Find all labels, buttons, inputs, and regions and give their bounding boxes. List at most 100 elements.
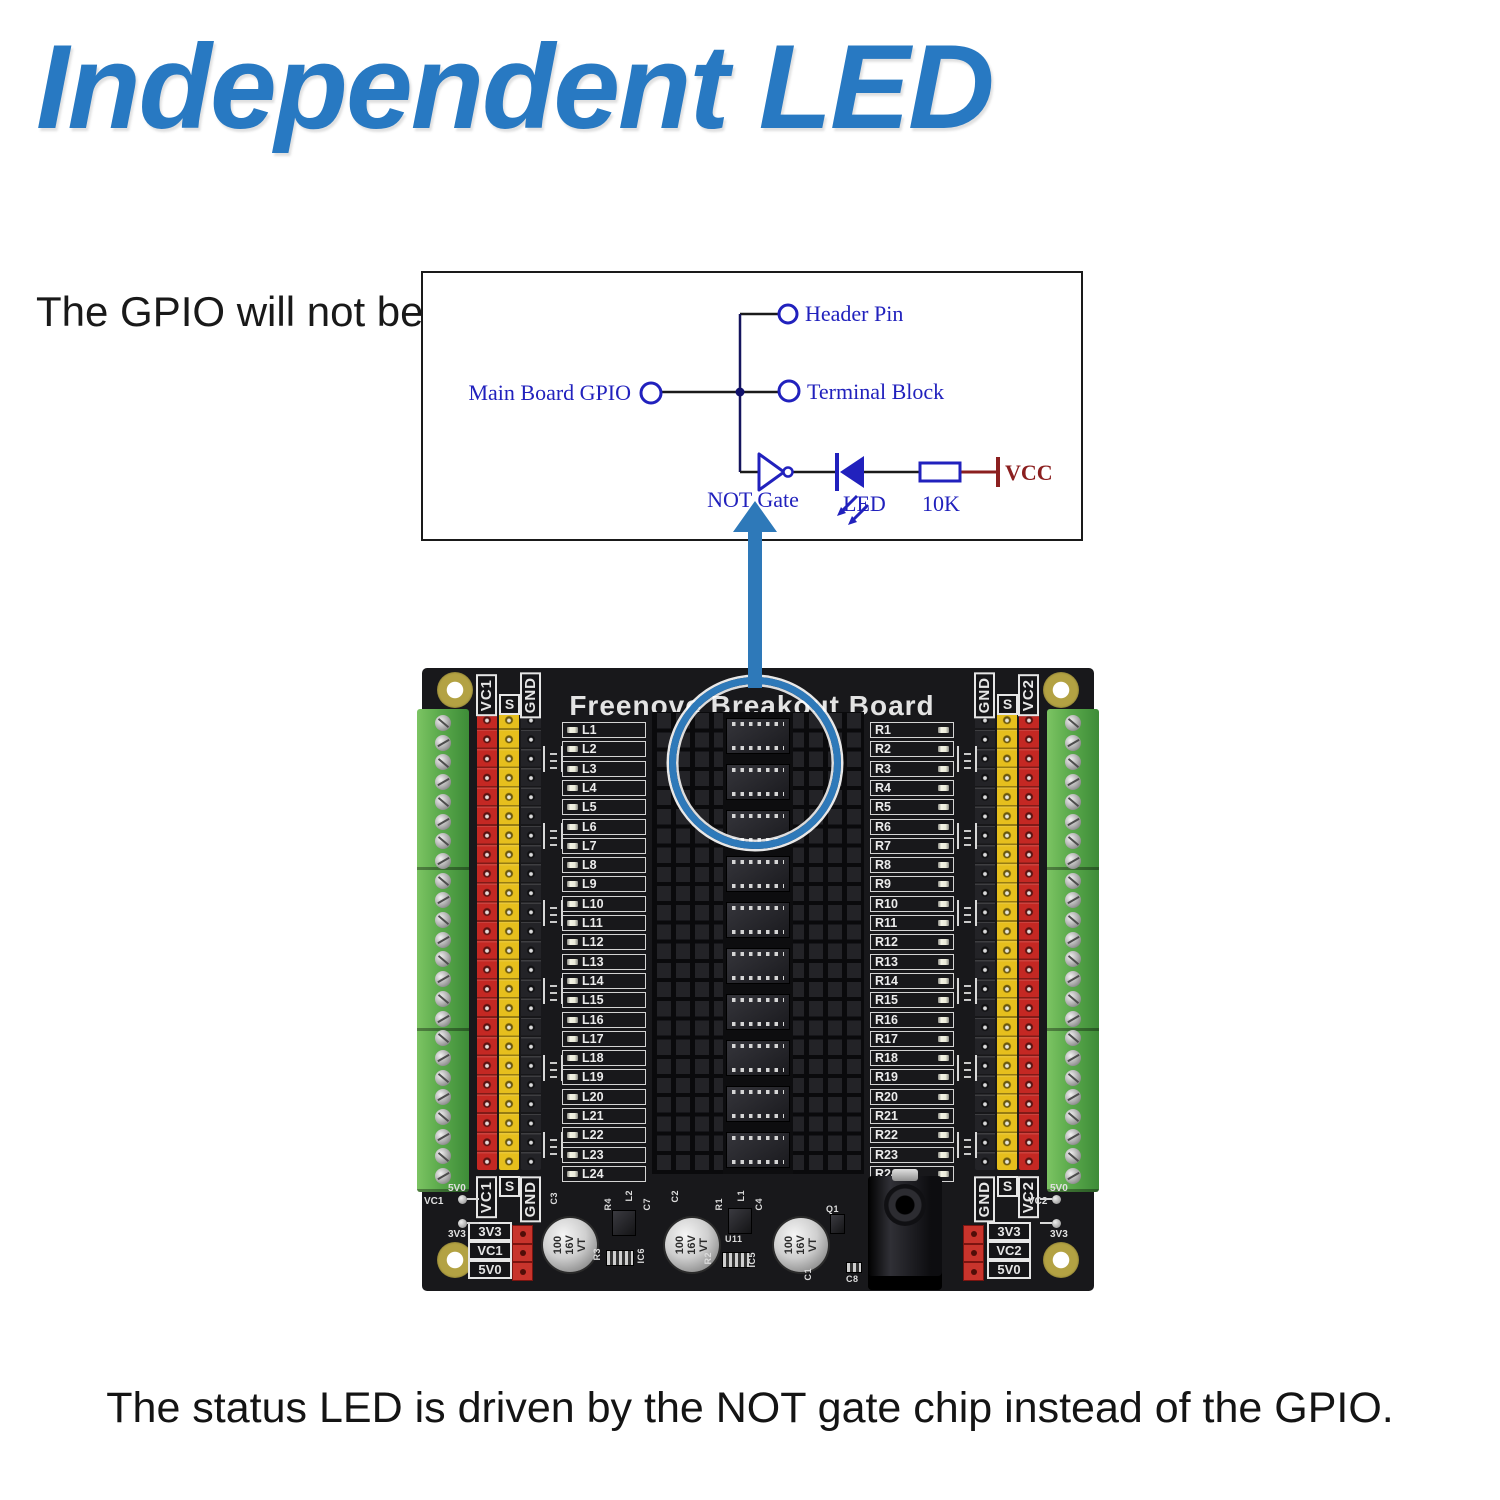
resistor-network — [543, 746, 563, 772]
screw-slot — [436, 778, 450, 787]
status-led — [938, 977, 949, 984]
bottom-label-gnd-left: GND — [520, 1176, 541, 1223]
row-label: R3 — [875, 761, 891, 776]
row-label: L6 — [582, 819, 597, 834]
board-row-left: L23 — [562, 1146, 646, 1163]
row-label: R12 — [875, 935, 898, 950]
jumper-dot — [1052, 1195, 1061, 1204]
not-gate-chip — [726, 1086, 790, 1122]
row-label: R14 — [875, 973, 898, 988]
led-emission-arrowhead-1 — [837, 507, 846, 516]
row-label: R20 — [875, 1089, 898, 1104]
led-symbol — [840, 456, 864, 488]
row-label: L22 — [582, 1128, 604, 1143]
dc-power-jack — [868, 1169, 942, 1290]
schematic-drawing: Header Pin Main Board GPIO Terminal Bloc… — [468, 301, 1053, 525]
screw-slot — [1067, 757, 1079, 768]
terminal-screw — [1065, 1049, 1081, 1066]
row-label: L1 — [582, 723, 597, 737]
silkscreen-q1: Q1 — [826, 1204, 840, 1214]
silkscreen-ic6: IC6 — [636, 1248, 646, 1264]
terminal-screw — [1065, 774, 1081, 791]
status-led — [938, 842, 949, 849]
silkscreen-r1: R1 — [714, 1198, 724, 1211]
bottom-label-gnd-right: GND — [974, 1176, 995, 1223]
terminal-screw — [435, 990, 451, 1007]
screw-slot — [437, 1033, 449, 1044]
jumper-pin — [963, 1225, 984, 1244]
screw-slot — [1066, 1093, 1080, 1102]
silkscreen-r3: R3 — [592, 1248, 602, 1261]
terminal-screw — [435, 715, 451, 731]
row-label: L4 — [582, 780, 597, 795]
screw-slot — [436, 935, 450, 944]
top-label-s-right: S — [997, 694, 1018, 715]
board-row-right: R7 — [870, 837, 954, 854]
left-power-jumper — [512, 1225, 533, 1282]
board-row-right: R21 — [870, 1108, 954, 1124]
right-power-jumper — [963, 1225, 984, 1282]
row-label: R17 — [875, 1031, 898, 1046]
row-label: L10 — [582, 896, 604, 911]
row-label: L24 — [582, 1166, 604, 1181]
row-label: L21 — [582, 1109, 604, 1123]
terminal-screw — [1065, 872, 1081, 889]
screw-slot — [436, 817, 450, 826]
board-row-left: L15 — [562, 992, 646, 1009]
led-emission-arrowhead-2 — [848, 516, 857, 525]
capacitor-label-line: 16V — [564, 1235, 576, 1255]
terminal-screw — [1065, 1168, 1081, 1185]
status-led — [938, 881, 949, 888]
terminal-screw — [435, 833, 451, 850]
left-gnd-header-column — [521, 709, 541, 1170]
not-gate-chip — [726, 902, 790, 938]
board-row-right: R14 — [870, 972, 954, 989]
board-row-right: R11 — [870, 915, 954, 931]
screw-slot — [1066, 1014, 1080, 1023]
row-label: R5 — [875, 800, 891, 815]
board-row-right: R15 — [870, 992, 954, 1009]
not-gate-chip — [726, 1132, 790, 1168]
board-row-right: R17 — [870, 1030, 954, 1047]
resistor-network — [957, 1132, 977, 1158]
terminal-screw — [1065, 813, 1081, 830]
board-row-left: L13 — [562, 953, 646, 970]
top-label-s-left: S — [499, 694, 520, 715]
led-cathode-bar — [835, 453, 839, 491]
terminal-screw — [1065, 1128, 1081, 1145]
not-gate-chip — [726, 1040, 790, 1076]
status-led — [567, 900, 578, 907]
status-led — [938, 1170, 949, 1177]
left-vcc-header-column — [477, 709, 497, 1170]
right-select-5v0: 5V0 — [1050, 1183, 1068, 1194]
terminal-screw — [435, 754, 451, 771]
screw-slot — [1067, 1112, 1079, 1123]
terminal-screw — [435, 813, 451, 830]
resistor-network — [957, 823, 977, 850]
board-row-left: L6 — [562, 818, 646, 835]
status-led — [567, 727, 578, 733]
row-label: L18 — [582, 1051, 604, 1066]
top-label-gnd-right: GND — [974, 672, 995, 719]
board-row-left: L17 — [562, 1030, 646, 1047]
power-label-5v0: 5V0 — [468, 1260, 512, 1279]
terminal-screw — [1065, 1010, 1081, 1027]
row-label: L2 — [582, 742, 597, 757]
screw-slot — [1066, 935, 1080, 944]
board-row-right: R3 — [870, 760, 954, 777]
highlight-circle — [669, 677, 841, 849]
status-led — [938, 1113, 949, 1119]
capacitor-label-line: 100 — [552, 1235, 564, 1255]
screw-slot — [437, 875, 449, 886]
row-label: R18 — [875, 1051, 898, 1066]
board-row-left: L18 — [562, 1050, 646, 1067]
jumper-line — [467, 1222, 479, 1224]
silkscreen-c2: C2 — [670, 1190, 680, 1203]
screw-slot — [436, 1093, 450, 1102]
screw-slot — [436, 975, 450, 984]
status-led — [567, 784, 578, 791]
silkscreen-r4: R4 — [603, 1198, 613, 1211]
board-row-left: L20 — [562, 1088, 646, 1105]
